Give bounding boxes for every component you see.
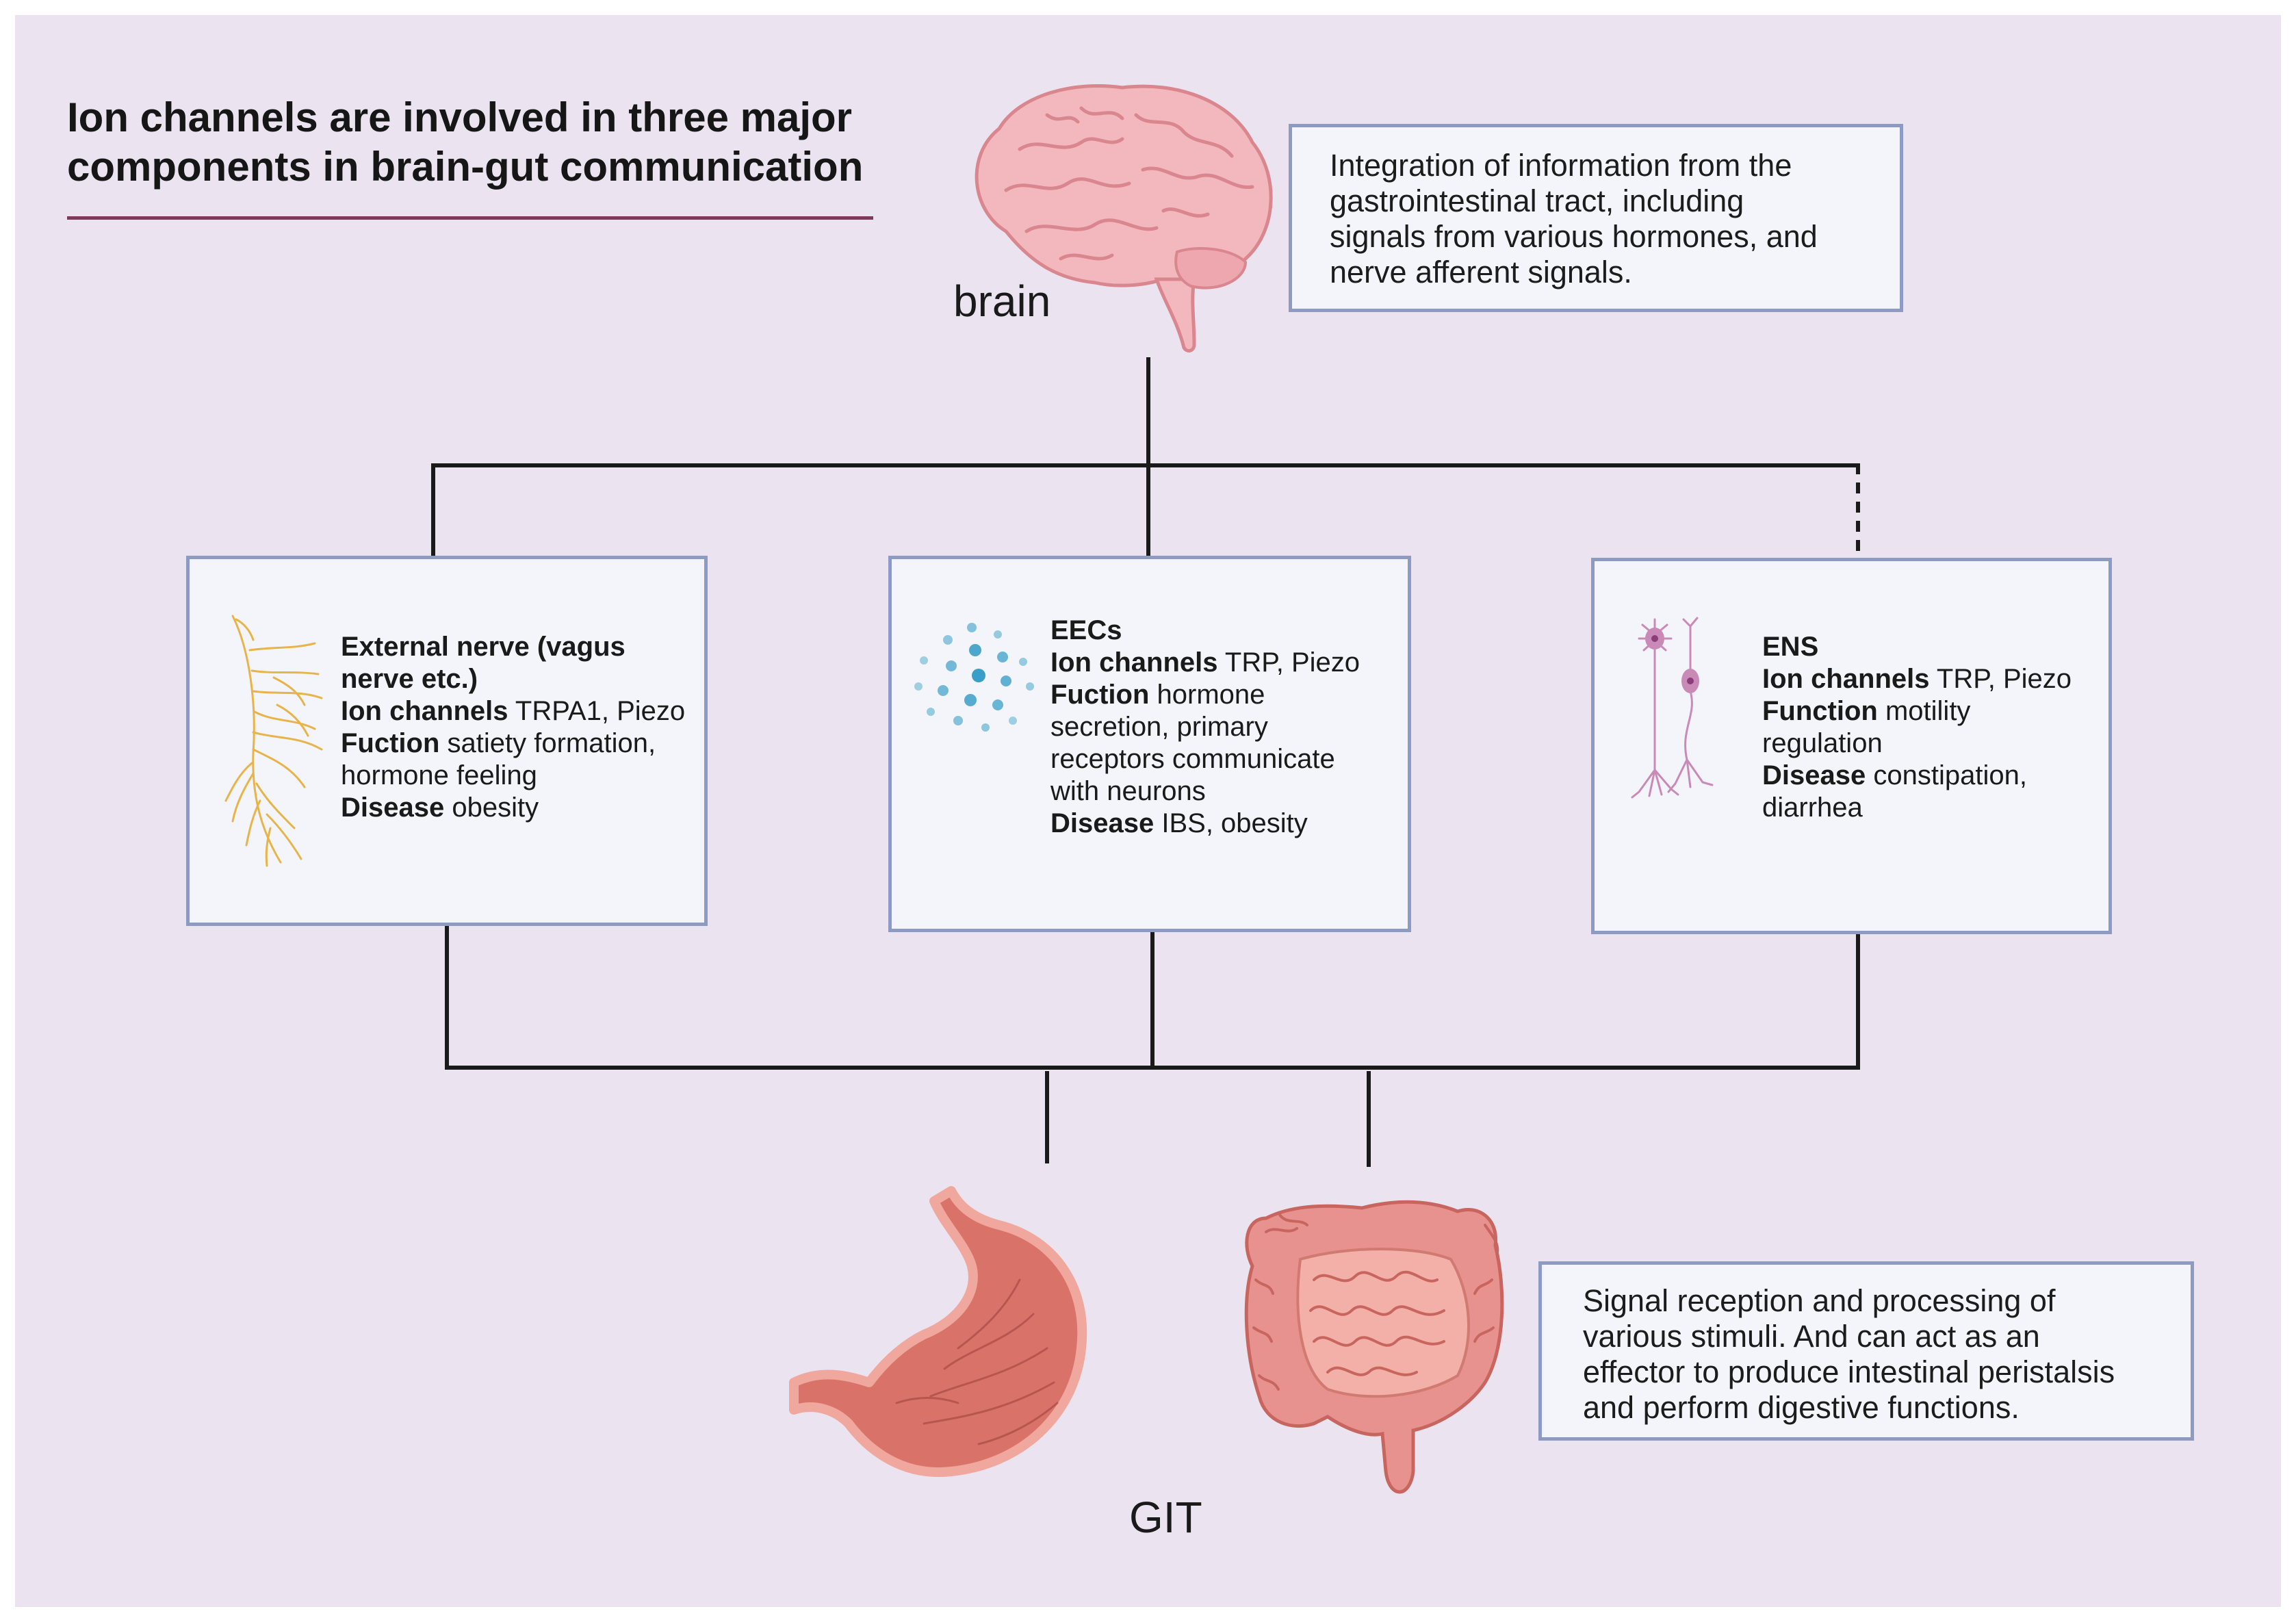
function-label: Fuction <box>341 728 440 758</box>
function-value-continued: with neurons <box>1050 776 1206 806</box>
brain-description-line: gastrointestinal tract, including <box>1330 183 1744 218</box>
function-value-continued: regulation <box>1762 728 1883 758</box>
git-description-line: effector to produce intestinal peristals… <box>1583 1354 2115 1389</box>
external-nerve-heading-line-2: nerve etc.) <box>341 664 478 694</box>
ens-card-text: ENS Ion channels TRP, Piezo Function mot… <box>1762 631 2072 824</box>
nerve-icon <box>224 615 323 867</box>
ion-channels-label: Ion channels <box>1762 664 1930 694</box>
stomach-icon <box>789 1186 1087 1478</box>
eecs-heading: EECs <box>1050 615 1122 645</box>
ion-channels-label: Ion channels <box>341 696 508 726</box>
figure-title: Ion channels are involved in three major… <box>67 93 863 192</box>
git-description-box: Signal reception and processing of vario… <box>1538 1261 2194 1441</box>
disease-value-continued: diarrhea <box>1762 793 1863 823</box>
git-label: GIT <box>1129 1493 1202 1542</box>
ion-channels-value: TRPA1, Piezo <box>508 696 686 726</box>
function-value-continued: hormone feeling <box>341 760 537 790</box>
disease-label: Disease <box>1050 808 1155 838</box>
external-nerve-card-text: External nerve (vagus nerve etc.) Ion ch… <box>341 631 685 824</box>
intestine-icon <box>1244 1200 1504 1494</box>
eec-cells-icon <box>914 623 1034 732</box>
brain-description-line: Integration of information from the <box>1330 148 1792 183</box>
disease-label: Disease <box>341 793 445 823</box>
eecs-card-text: EECs Ion channels TRP, Piezo Fuction hor… <box>1050 615 1360 840</box>
function-value: hormone <box>1149 680 1265 710</box>
disease-value: obesity <box>444 793 539 823</box>
ens-card <box>1591 558 2112 934</box>
external-nerve-heading-line-1: External nerve (vagus <box>341 632 625 662</box>
function-label: Fuction <box>1050 680 1150 710</box>
function-value: satiety formation, <box>439 728 656 758</box>
function-value-continued: secretion, primary <box>1050 712 1268 742</box>
function-value: motility <box>1877 696 1971 726</box>
eecs-card <box>888 556 1411 932</box>
ens-neuron-icon <box>1631 617 1714 799</box>
brain-description-line: signals from various hormones, and <box>1330 219 1818 254</box>
ion-channels-label: Ion channels <box>1050 647 1218 678</box>
disease-value: IBS, obesity <box>1154 808 1308 838</box>
git-description-line: various stimuli. And can act as an <box>1583 1319 2040 1354</box>
ion-channels-value: TRP, Piezo <box>1217 647 1360 678</box>
disease-label: Disease <box>1762 760 1866 790</box>
brain-description-box: Integration of information from the gast… <box>1289 124 1903 312</box>
git-description-line: Signal reception and processing of <box>1583 1283 2056 1318</box>
ens-heading: ENS <box>1762 632 1819 662</box>
function-value-continued: receptors communicate <box>1050 744 1335 774</box>
title-underline <box>67 216 873 220</box>
brain-description-line: nerve afferent signals. <box>1330 255 1632 289</box>
ion-channels-value: TRP, Piezo <box>1929 664 2072 694</box>
function-label: Function <box>1762 696 1878 726</box>
brain-label: brain <box>953 276 1051 326</box>
external-nerve-card <box>186 556 708 926</box>
title-line-2: components in brain-gut communication <box>67 144 864 190</box>
disease-value: constipation, <box>1866 760 2027 790</box>
title-line-1: Ion channels are involved in three major <box>67 94 853 140</box>
git-description-line: and perform digestive functions. <box>1583 1390 2020 1425</box>
brain-icon <box>975 84 1273 353</box>
